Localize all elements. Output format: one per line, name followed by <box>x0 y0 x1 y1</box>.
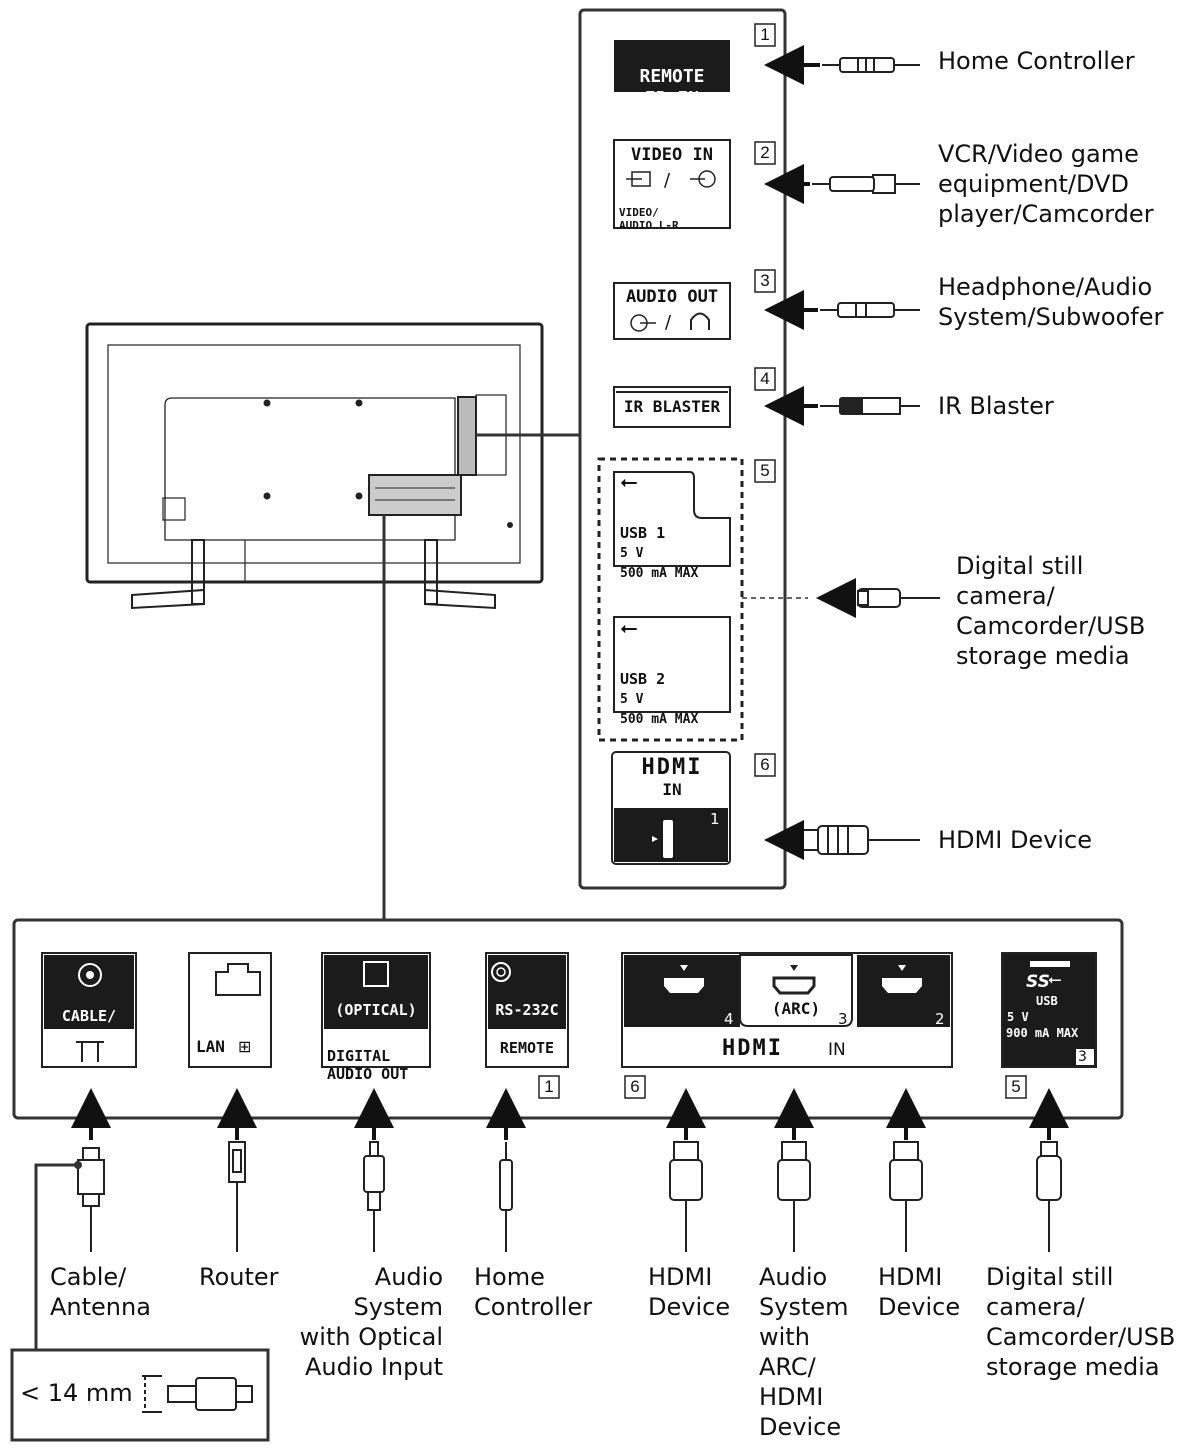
device-hdmi-bottom-1: HDMI Device <box>648 1263 731 1321</box>
optical-label: (OPTICAL) <box>335 1001 417 1019</box>
remote-ir-in-port <box>614 40 730 92</box>
hdmi-index-3: 3 <box>838 1010 848 1028</box>
bottom-num-5: 5 <box>1011 1077 1021 1096</box>
usb3-icon: ⭠ <box>1048 970 1062 990</box>
lan-port <box>188 952 272 1068</box>
hdmi-index-4: 4 <box>724 1010 734 1028</box>
hdmi-in-bottom-suffix: IN <box>828 1040 846 1060</box>
usb3-current: 900 mA MAX <box>1006 1026 1079 1040</box>
bottom-num-6: 6 <box>630 1077 640 1096</box>
ir-blaster-label: IR BLASTER <box>623 397 721 416</box>
hdmi-in-bottom-logo: HDMI <box>722 1036 783 1061</box>
usb3-volt: 5 V <box>1007 1010 1029 1024</box>
lan-network-icon: ⊞ <box>238 1037 252 1056</box>
rs232c-remote-label: REMOTE <box>499 1039 555 1057</box>
usb3-label: USB <box>1036 994 1058 1008</box>
usb3-index: 3 <box>1078 1049 1087 1065</box>
device-vcr-dvd: VCR/Video game equipment/DVD player/Camc… <box>938 140 1154 228</box>
side-num-3: 3 <box>760 271 770 290</box>
hdmi-in-port-side <box>611 751 731 865</box>
bottom-num-1: 1 <box>544 1077 554 1096</box>
device-home-controller-side: Home Controller <box>938 47 1135 75</box>
device-audio-optical: Audio System with Optical Audio Input <box>299 1263 443 1381</box>
device-ir-blaster: IR Blaster <box>938 392 1054 420</box>
device-hdmi-bottom-2: HDMI Device <box>878 1263 961 1321</box>
lan-label: LAN <box>196 1037 225 1056</box>
hdmi-arc-label: (ARC) <box>771 999 821 1018</box>
device-cable-antenna: Cable/ Antenna <box>50 1263 151 1321</box>
hdmi-in-side-suffix: IN <box>662 780 682 799</box>
usb1-label: USB 1 <box>620 524 666 542</box>
usb3-ss-logo: SS <box>1026 972 1050 992</box>
side-num-6: 6 <box>760 755 770 774</box>
video-in-slash: / <box>664 170 671 191</box>
audio-out-port <box>613 282 731 340</box>
device-usb-storage-side: Digital still camera/ Camcorder/USB stor… <box>956 552 1146 670</box>
rs232c-remote-port <box>485 952 569 1068</box>
side-num-4: 4 <box>760 369 770 388</box>
bottom-terminal-panel <box>12 918 1124 1120</box>
video-in-label: VIDEO IN <box>631 145 713 165</box>
hdmi-port-group <box>621 952 953 1068</box>
device-router: Router <box>199 1263 279 1291</box>
usb2-label: USB 2 <box>620 670 666 688</box>
video-audio-sublabel: VIDEO/AUDIO L-R <box>619 206 679 232</box>
device-usb-storage-bottom: Digital still camera/ Camcorder/USB stor… <box>986 1263 1176 1381</box>
device-home-controller-bottom: Home Controller <box>474 1263 593 1321</box>
hdmi-index-2: 2 <box>935 1010 945 1028</box>
usb3-port <box>1001 952 1097 1068</box>
ir-blaster-port <box>613 386 731 428</box>
side-num-1: 1 <box>760 25 770 44</box>
side-terminal-panel <box>578 8 787 890</box>
hdmi-in-side-index: 1 <box>710 810 720 828</box>
optical-audio-out-port <box>321 952 431 1068</box>
cable-antenna-port <box>41 952 137 1068</box>
video-in-port <box>613 139 731 229</box>
side-num-2: 2 <box>760 143 770 162</box>
hdmi-in-side-logo: HDMI <box>641 755 703 780</box>
usb-port-group <box>597 457 744 742</box>
side-num-5: 5 <box>760 461 770 480</box>
usb2-icon: ⭠ <box>620 616 638 641</box>
tv-rear-view <box>85 322 544 610</box>
device-headphone-audio: Headphone/Audio System/Subwoofer <box>938 273 1164 331</box>
device-audio-arc: Audio System with ARC/ HDMI Device <box>759 1263 849 1441</box>
connector-size-text: < 14 mm <box>20 1379 133 1407</box>
audio-out-label: AUDIO OUT <box>625 287 719 307</box>
usb1-icon: ⭠ <box>620 470 638 495</box>
rs232c-label: RS-232C <box>495 1001 559 1019</box>
device-hdmi-side: HDMI Device <box>938 826 1093 854</box>
audio-out-slash: / <box>665 312 672 333</box>
cable-antenna-label: CABLE/ANTENNA <box>57 1007 121 1044</box>
